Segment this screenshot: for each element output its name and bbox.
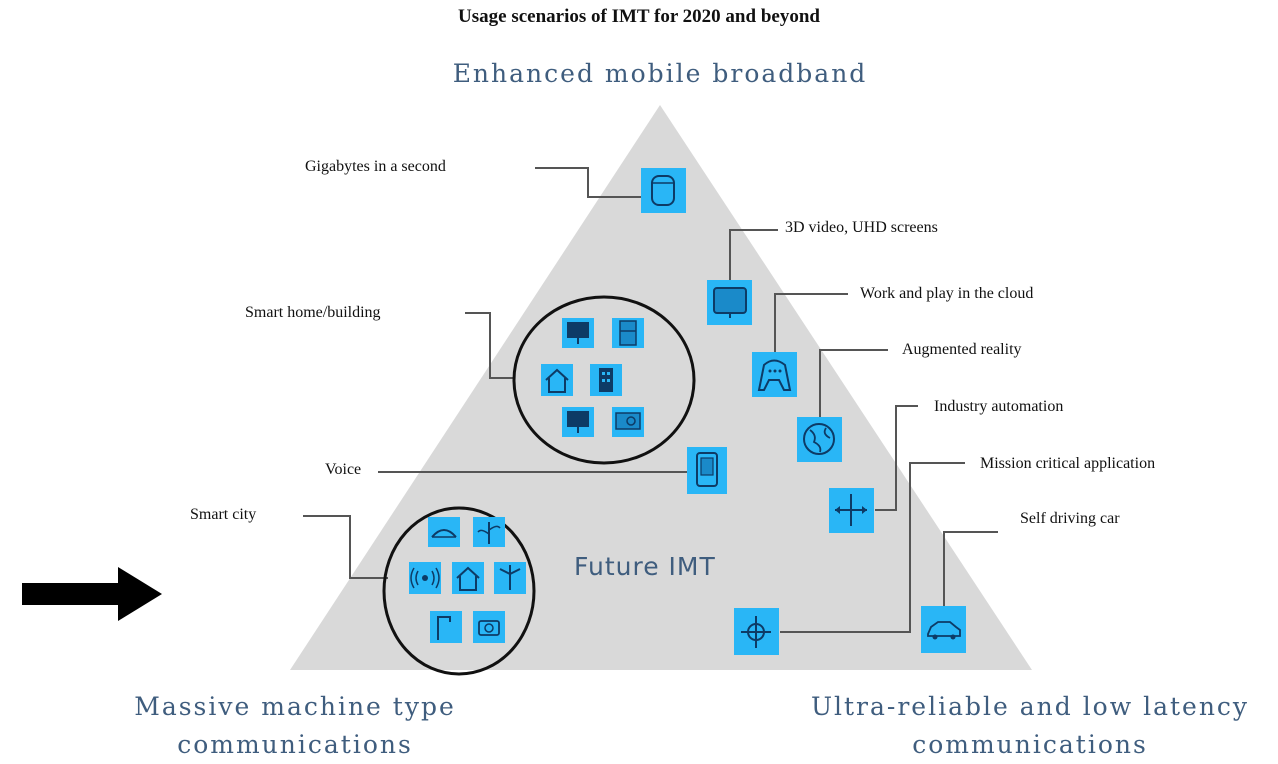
wind-turbine-icon — [494, 562, 526, 594]
car-icon — [921, 606, 966, 653]
gamepad-icon — [752, 352, 797, 397]
connector-cloud — [774, 293, 848, 355]
label-mission-critical-application: Mission critical application — [980, 455, 1156, 472]
label-voice: Voice — [325, 461, 362, 478]
globe-icon — [797, 417, 842, 462]
bridge-icon — [428, 517, 460, 547]
label-gigabytes-in-a-second: Gigabytes in a second — [305, 158, 446, 175]
label-augmented-reality: Augmented reality — [902, 341, 1022, 358]
smart-city-circle — [382, 506, 536, 676]
smart-home-circle — [512, 295, 696, 465]
connector-selfdriving — [943, 531, 998, 610]
automation-icon — [829, 488, 874, 533]
corner-br-line2: communications — [912, 730, 1148, 759]
computer-icon — [562, 407, 594, 437]
label-self-driving-car: Self driving car — [1020, 510, 1120, 527]
connector-smarthome — [465, 312, 514, 379]
smart-home-icons — [541, 318, 644, 437]
building-icon — [590, 364, 622, 396]
corner-bl-line1: Massive machine type — [134, 692, 456, 721]
connector-mission — [780, 462, 965, 633]
connector-gigabytes — [535, 167, 643, 198]
connector-industry — [875, 405, 918, 511]
signal-icon — [409, 562, 441, 594]
right-arrow-icon — [22, 567, 162, 621]
camera-icon — [473, 611, 505, 643]
tablet-icon — [687, 447, 727, 494]
crosshair-icon — [734, 608, 779, 655]
tv-icon — [562, 318, 594, 348]
corner-enhanced-mobile-broadband: Enhanced mobile broadband — [452, 59, 868, 88]
label-smart-city: Smart city — [190, 506, 257, 523]
smart-city-icons — [409, 517, 526, 643]
corner-br-line1: Ultra-reliable and low latency — [810, 692, 1250, 721]
streetlight-icon — [430, 611, 462, 643]
fridge-icon — [612, 318, 644, 348]
label-industry-automation: Industry automation — [934, 398, 1064, 415]
connector-video — [729, 229, 778, 283]
diagram-title: Usage scenarios of IMT for 2020 and beyo… — [458, 6, 820, 27]
connector-smartcity — [303, 515, 388, 579]
connector-ar — [819, 349, 888, 418]
corner-bl-line2: communications — [177, 730, 413, 759]
label-smart-home-building: Smart home/building — [245, 304, 381, 321]
washer-icon — [612, 407, 644, 437]
corner-massive-machine-type: Massive machine type communications — [110, 688, 480, 764]
label-3d-video-uhd-screens: 3D video, UHD screens — [785, 219, 938, 236]
city-house-icon — [452, 562, 484, 594]
house-icon — [541, 364, 573, 396]
label-work-and-play-in-the-cloud: Work and play in the cloud — [860, 285, 1034, 302]
database-icon — [641, 168, 686, 213]
monitor-icon — [707, 280, 752, 325]
plant-icon — [473, 517, 505, 547]
corner-ultra-reliable: Ultra-reliable and low latency communica… — [790, 688, 1270, 764]
center-future-imt: Future IMT — [574, 552, 716, 581]
